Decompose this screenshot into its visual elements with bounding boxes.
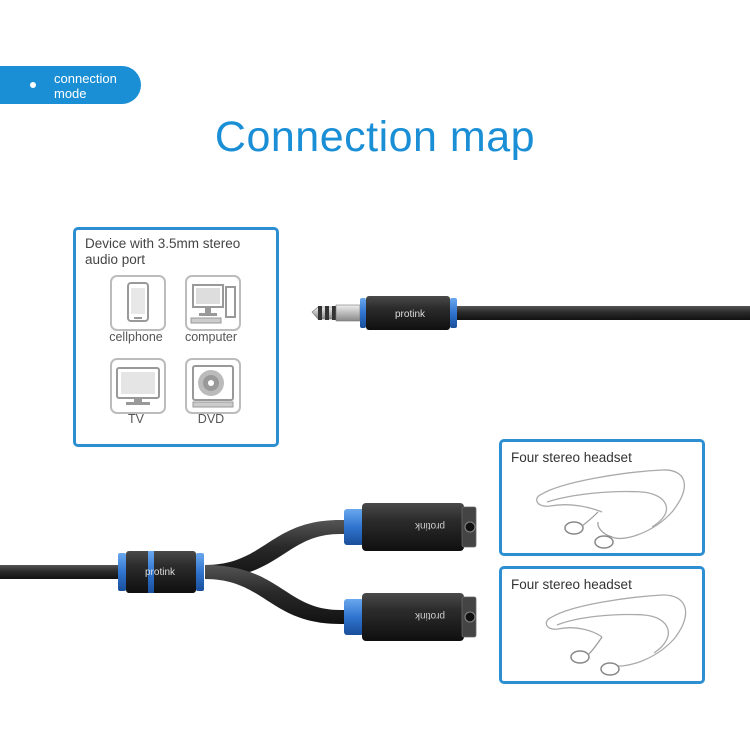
page-title: Connection map xyxy=(214,113,536,161)
brand-text: protink xyxy=(395,309,426,320)
device-label-computer: computer xyxy=(184,330,238,344)
dvd-icon xyxy=(185,358,241,414)
cellphone-icon xyxy=(110,275,166,331)
earphones-icon xyxy=(545,594,687,676)
headset-panel-title: Four stereo headset xyxy=(511,577,632,592)
device-label-dvd: DVD xyxy=(197,412,225,426)
device-label-tv: TV xyxy=(128,412,144,426)
headset-panel: Four stereo headset xyxy=(499,439,705,556)
device-panel-title: Device with 3.5mm stereo audio port xyxy=(85,236,241,267)
svg-text:protink: protink xyxy=(414,610,445,621)
headset-panel: Four stereo headset xyxy=(499,566,705,684)
connection-mode-badge: connection mode xyxy=(0,66,141,104)
tv-icon xyxy=(110,358,166,414)
y-splitter-cable: protink protink protink xyxy=(0,503,477,641)
computer-icon xyxy=(185,275,241,331)
bullet-dot xyxy=(30,82,36,88)
male-plug-3-5mm: protink xyxy=(311,296,750,330)
device-panel: Device with 3.5mm stereo audio port cell… xyxy=(73,227,279,447)
badge-label: connection mode xyxy=(54,71,117,101)
headset-panel-title: Four stereo headset xyxy=(511,450,632,465)
svg-text:protink: protink xyxy=(145,567,176,578)
svg-text:protink: protink xyxy=(414,520,445,531)
earphones-icon xyxy=(536,469,685,549)
device-label-cellphone: cellphone xyxy=(109,330,163,344)
